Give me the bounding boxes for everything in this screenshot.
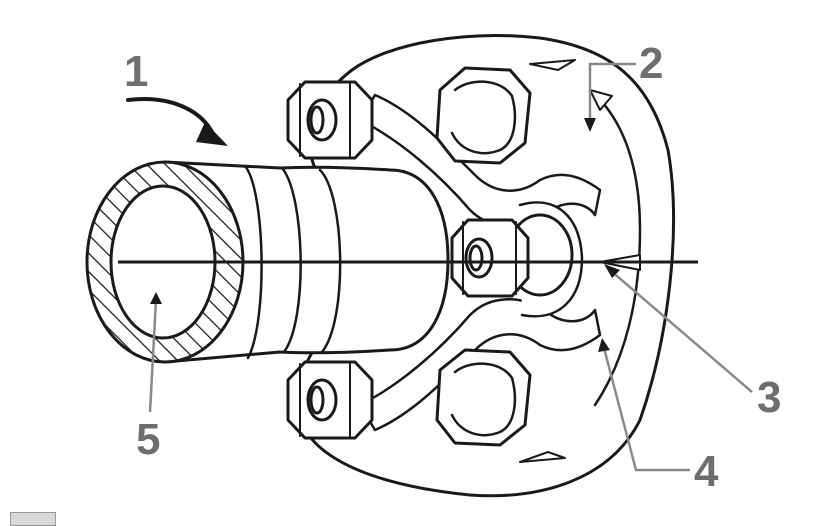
nut-lower-left xyxy=(286,360,374,440)
hub-step-2 xyxy=(280,166,302,354)
callout-4: 4 xyxy=(694,447,719,496)
callout-5: 5 xyxy=(136,415,161,464)
leader-2-arrowhead xyxy=(584,118,596,132)
disc-notch-top xyxy=(529,59,576,71)
nut-center xyxy=(450,218,530,298)
nut-upper-left xyxy=(286,80,374,160)
callout-3: 3 xyxy=(757,373,782,422)
callout-2: 2 xyxy=(639,39,664,88)
leader-4-arrowhead xyxy=(598,338,610,352)
rotation-arrow xyxy=(126,97,214,134)
hub-step-3 xyxy=(318,168,342,354)
hub-step-1 xyxy=(243,164,263,360)
disc-notch-right xyxy=(589,89,613,111)
leader-4 xyxy=(602,347,690,472)
callout-1: 1 xyxy=(124,47,149,96)
leader-5 xyxy=(148,299,158,413)
rotation-arrowhead xyxy=(196,122,228,146)
leader-3 xyxy=(609,269,753,393)
leader-5-arrowhead xyxy=(150,292,162,304)
leader-3-arrowhead xyxy=(604,264,620,278)
flex-disc-inner-edge xyxy=(588,88,642,407)
leader-2 xyxy=(588,62,636,120)
bolt-lower-right xyxy=(435,348,532,447)
bolt-upper-right xyxy=(435,66,532,165)
disc-notch-bottom xyxy=(519,451,566,463)
